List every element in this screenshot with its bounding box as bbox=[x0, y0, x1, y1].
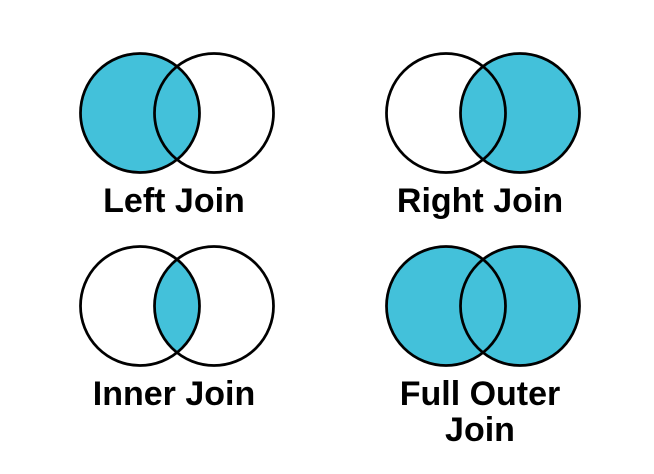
intersection-fill bbox=[460, 53, 506, 173]
intersection-fill bbox=[154, 53, 200, 173]
left-circle-outline bbox=[79, 52, 201, 174]
label-right-join: Right Join bbox=[396, 182, 564, 220]
intersection-fill bbox=[460, 246, 506, 366]
panel-right-join: Right Join bbox=[374, 48, 586, 219]
venn-diagram-right-join bbox=[385, 52, 581, 174]
left-circle-outline bbox=[385, 52, 507, 174]
label-inner-join: Inner Join bbox=[92, 375, 256, 413]
intersection-fill bbox=[154, 246, 200, 366]
venn-diagram-full-outer-join bbox=[385, 245, 581, 367]
right-circle-outline bbox=[153, 52, 275, 174]
venn-diagram-left-join bbox=[79, 52, 275, 174]
right-circle-outline bbox=[153, 245, 275, 367]
panel-left-join: Left Join bbox=[68, 48, 280, 219]
right-circle-outline bbox=[459, 245, 581, 367]
right-circle-outline bbox=[459, 52, 581, 174]
left-circle-outline bbox=[385, 245, 507, 367]
label-full-outer-join: Full Outer Join bbox=[399, 375, 561, 449]
panel-full-outer-join: Full Outer Join bbox=[374, 241, 586, 448]
panel-inner-join: Inner Join bbox=[68, 241, 280, 412]
venn-diagram-inner-join bbox=[79, 245, 275, 367]
left-circle-outline bbox=[79, 245, 201, 367]
label-left-join: Left Join bbox=[103, 182, 245, 220]
